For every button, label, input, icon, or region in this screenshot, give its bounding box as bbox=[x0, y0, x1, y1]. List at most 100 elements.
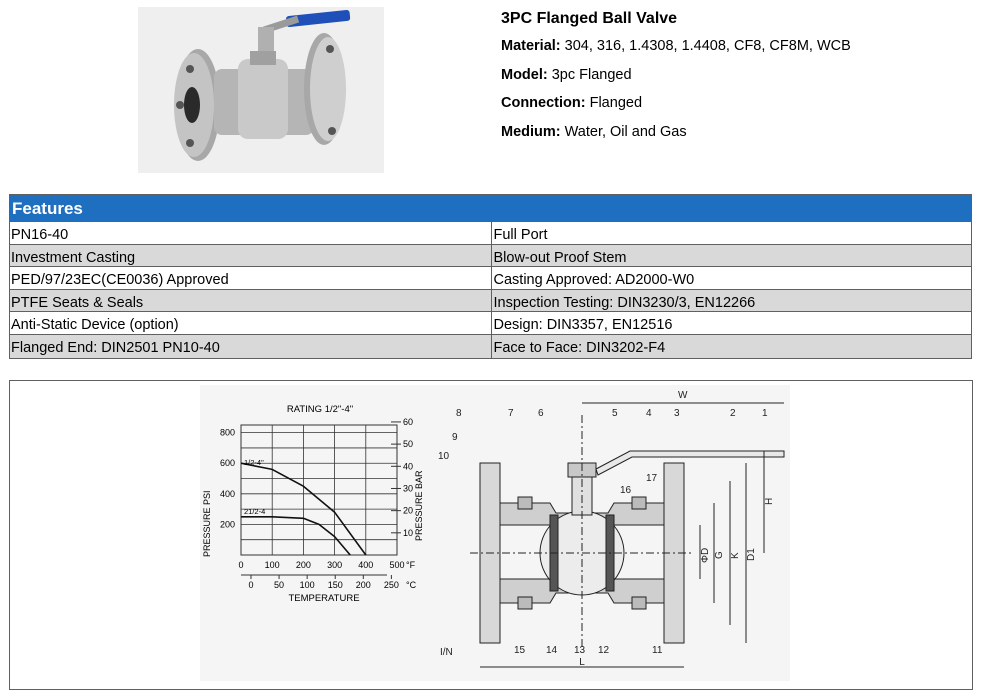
x-tick-label-c: 200 bbox=[356, 580, 371, 590]
x-ticks-f: 0 100 200 300 400 500 bbox=[238, 560, 404, 570]
product-info: 3PC Flanged Ball Valve Material: 304, 31… bbox=[501, 8, 971, 146]
dim-label-d1: D1 bbox=[746, 548, 757, 561]
chart-grid bbox=[240, 424, 398, 556]
x-tick-label-f: 0 bbox=[238, 560, 243, 570]
dim-label-l: L bbox=[579, 657, 585, 668]
part-number-label: 11 bbox=[652, 645, 663, 656]
part-number-label: 4 bbox=[646, 408, 652, 419]
dim-label-in: I/N bbox=[440, 647, 453, 658]
part-number-label: 16 bbox=[620, 485, 632, 496]
spec-model: Model: 3pc Flanged bbox=[501, 61, 971, 90]
y2-tick-label: 10 bbox=[403, 528, 413, 538]
y2-tick-label: 60 bbox=[403, 417, 413, 427]
x-tick-label-f: 200 bbox=[296, 560, 311, 570]
part-number-label: 17 bbox=[646, 473, 658, 484]
feature-cell: Casting Approved: AD2000-W0 bbox=[490, 267, 972, 289]
product-title: 3PC Flanged Ball Valve bbox=[501, 10, 678, 27]
table-row: Anti-Static Device (option) Design: DIN3… bbox=[10, 312, 971, 335]
bolt bbox=[631, 496, 647, 510]
feature-cell: Design: DIN3357, EN12516 bbox=[490, 312, 972, 334]
part-number-label: 7 bbox=[508, 408, 514, 419]
product-photo bbox=[138, 7, 384, 173]
y2-tick-label: 20 bbox=[403, 506, 413, 516]
part-number-label: 3 bbox=[674, 408, 680, 419]
x-tick-label-f: 100 bbox=[265, 560, 280, 570]
x-tick-label-c: 100 bbox=[300, 580, 315, 590]
feature-cell: PN16-40 bbox=[11, 227, 69, 243]
part-number-label: 1 bbox=[762, 408, 768, 419]
x-tick-label-c: 0 bbox=[248, 580, 253, 590]
bolt bbox=[631, 596, 647, 610]
series-label-2: 21/2-4 bbox=[244, 507, 265, 516]
feature-cell: PTFE Seats & Seals bbox=[11, 294, 144, 311]
feature-cell: Face to Face: DIN3202-F4 bbox=[490, 334, 972, 358]
spec-label: Connection: bbox=[501, 95, 586, 111]
y-axis-label: PRESSURE PSI bbox=[202, 490, 212, 557]
series-label-1: 1/2-4" bbox=[244, 458, 264, 467]
spec-material: Material: 304, 316, 1.4308, 1.4408, CF8,… bbox=[501, 32, 971, 61]
x-tick-label-f: 500 bbox=[389, 560, 404, 570]
features-header: Features bbox=[10, 195, 971, 222]
y-ticks-bar: 10 20 30 40 50 60 bbox=[391, 417, 413, 538]
part-number-label: 14 bbox=[546, 645, 558, 656]
spec-value: Water, Oil and Gas bbox=[560, 123, 687, 140]
feature-cell: PED/97/23EC(CE0036) Approved bbox=[11, 272, 229, 289]
table-row: Flanged End: DIN2501 PN10-40 Face to Fac… bbox=[10, 334, 972, 358]
x-tick-label-c: 50 bbox=[274, 580, 284, 590]
feature-cell: Anti-Static Device (option) bbox=[11, 317, 179, 334]
x-tick-label-f: 300 bbox=[327, 560, 342, 570]
x-tick-label-f: 400 bbox=[358, 560, 373, 570]
part-number-label: 15 bbox=[514, 645, 526, 656]
part-number-label: 9 bbox=[452, 432, 458, 443]
spec-medium: Medium: Water, Oil and Gas bbox=[501, 118, 971, 147]
handle bbox=[595, 450, 785, 476]
dim-label-h: H bbox=[764, 498, 775, 505]
dimension-labels: W L H ΦD G K D1 I/N bbox=[440, 390, 775, 668]
part-number-label: 10 bbox=[438, 451, 450, 462]
spec-label: Medium: bbox=[501, 123, 561, 140]
spec-value: Flanged bbox=[585, 95, 643, 111]
dim-label-g: G bbox=[714, 551, 725, 559]
x-axis-label: TEMPERATURE bbox=[288, 593, 359, 604]
y2-tick-label: 50 bbox=[403, 439, 413, 449]
part-number-label: 8 bbox=[456, 408, 462, 419]
feature-cell: Flanged End: DIN2501 PN10-40 bbox=[11, 339, 220, 356]
feature-cell: Inspection Testing: DIN3230/3, EN12266 bbox=[490, 289, 972, 312]
y2-tick-label: 40 bbox=[403, 461, 413, 471]
y2-tick-label: 30 bbox=[403, 483, 413, 493]
x-ticks-c: 0 50 100 150 200 250 bbox=[241, 574, 399, 590]
x-unit-f: °F bbox=[406, 560, 416, 570]
table-row: PN16-40 Full Port bbox=[10, 222, 971, 245]
feature-cell: Full Port bbox=[490, 222, 972, 244]
valve-section-drawing bbox=[470, 402, 785, 668]
y-tick-label: 600 bbox=[220, 458, 235, 468]
spec-value: 304, 316, 1.4308, 1.4408, CF8, CF8M, WCB bbox=[560, 38, 851, 54]
spec-label: Material: bbox=[501, 38, 561, 54]
x-tick-label-c: 150 bbox=[328, 580, 343, 590]
y2-axis-label: PRESSURE BAR bbox=[414, 470, 424, 541]
x-tick-label-c: 250 bbox=[384, 580, 399, 590]
part-number-label: 6 bbox=[538, 408, 544, 419]
chart-curves bbox=[240, 462, 367, 556]
bolt bbox=[517, 596, 533, 610]
ball-valve-image bbox=[138, 7, 384, 173]
spec-label: Model: bbox=[501, 66, 548, 83]
table-row: Investment Casting Blow-out Proof Stem bbox=[10, 244, 971, 268]
part-number-label: 2 bbox=[730, 408, 736, 419]
y-tick-label: 400 bbox=[220, 489, 235, 499]
table-row: PED/97/23EC(CE0036) Approved Casting App… bbox=[10, 267, 971, 290]
spec-value: 3pc Flanged bbox=[547, 66, 632, 83]
part-number-label: 13 bbox=[574, 645, 586, 656]
chart-title: RATING 1/2"-4" bbox=[287, 404, 353, 415]
series-line-1 bbox=[240, 462, 367, 556]
part-number-label: 12 bbox=[598, 645, 610, 656]
series-line-2 bbox=[241, 516, 351, 556]
table-row: PTFE Seats & Seals Inspection Testing: D… bbox=[10, 289, 972, 313]
dim-label-phid: ΦD bbox=[700, 548, 711, 563]
features-table: Features PN16-40 Full Port Investment Ca… bbox=[9, 194, 972, 359]
